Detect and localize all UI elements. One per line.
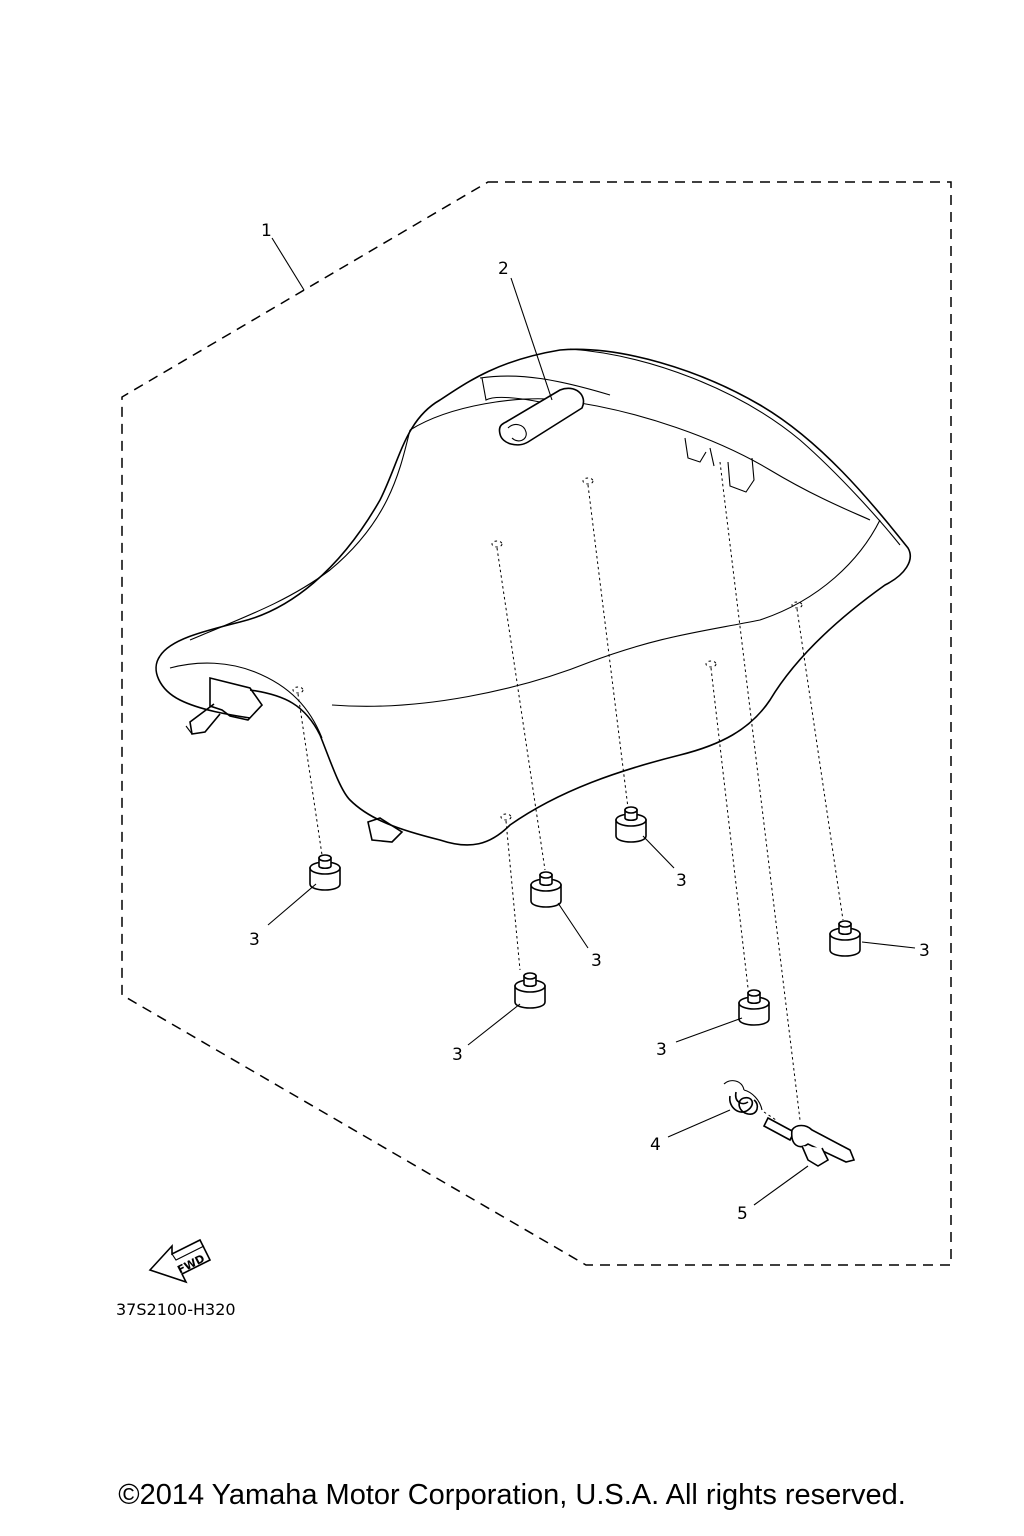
callout-4: 4 [650,1135,661,1155]
callout-labels: 1 2 3 3 3 3 3 3 4 5 [249,221,930,1224]
callout-1: 1 [261,221,272,241]
copyright-notice: ©2014 Yamaha Motor Corporation, U.S.A. A… [118,1479,906,1511]
callout-3: 3 [249,930,260,950]
damper [829,920,861,957]
damper [615,806,647,843]
shaft-part [762,1116,856,1167]
assembly-boundary [121,181,952,1266]
damper [514,972,546,1009]
callout-3: 3 [676,871,687,891]
callout-2: 2 [498,259,509,279]
forward-arrow-icon: FWD [148,1238,212,1284]
callout-3: 3 [452,1045,463,1065]
diagram-code: 37S2100-H320 [116,1300,236,1319]
callout-5: 5 [737,1204,748,1224]
seat-strap [498,387,585,446]
seat-assembly [155,348,911,846]
callout-3: 3 [591,951,602,971]
callout-3: 3 [919,941,930,961]
leader-lines [267,237,916,1206]
callout-3: 3 [656,1040,667,1060]
damper [309,854,341,891]
damper [530,871,562,908]
spring-part [723,1080,777,1121]
mounting-holes [292,461,844,1121]
damper-group [309,806,861,1026]
damper [738,989,770,1026]
